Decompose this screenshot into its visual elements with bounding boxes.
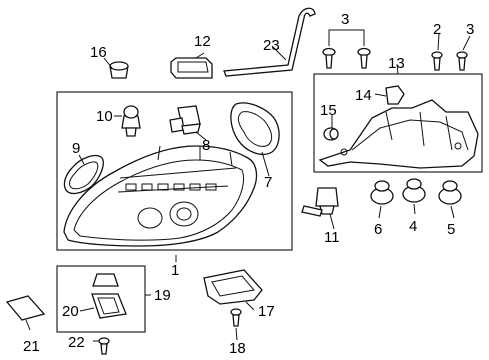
callout-13: 13 — [388, 55, 405, 72]
callout-17: 17 — [258, 303, 275, 320]
part-1-headlamp — [63, 145, 258, 247]
callout-6: 6 — [374, 221, 382, 238]
callout-1: 1 — [171, 262, 179, 279]
part-15-grommet — [323, 127, 339, 141]
callout-14: 14 — [355, 87, 372, 104]
part-11-hid-bulb — [301, 187, 339, 217]
callout-4: 4 — [409, 218, 417, 235]
callout-numbers: 1 2 3 3 4 5 6 7 8 9 10 11 12 13 14 15 16… — [23, 11, 474, 357]
part-19-cover — [92, 273, 119, 287]
part-17-cover — [203, 269, 263, 305]
callout-9: 9 — [72, 140, 80, 157]
callout-7: 7 — [264, 174, 272, 191]
callout-10: 10 — [96, 108, 113, 125]
callout-21: 21 — [23, 338, 40, 355]
part-4-socket — [402, 178, 426, 203]
callout-20: 20 — [62, 303, 79, 320]
part-12-cap — [170, 57, 213, 79]
part-23-hose — [223, 7, 316, 77]
callout-12: 12 — [194, 33, 211, 50]
callout-15: 15 — [320, 102, 337, 119]
part-16-grommet — [109, 61, 129, 79]
part-8-socket — [169, 105, 201, 135]
callout-3-single: 3 — [466, 21, 474, 38]
callout-8: 8 — [202, 137, 210, 154]
callout-11: 11 — [324, 229, 340, 246]
part-14-clip — [385, 85, 405, 105]
part-13-bracket — [318, 99, 479, 169]
callout-16: 16 — [90, 44, 107, 61]
part-22-screw — [98, 337, 110, 355]
callout-22: 22 — [68, 334, 85, 351]
callout-3-pair: 3 — [341, 11, 349, 28]
part-20-plate — [91, 293, 127, 319]
callout-19: 19 — [154, 287, 171, 304]
part-6-socket — [370, 180, 394, 205]
part-2-screw — [431, 51, 443, 71]
headlamp-assembly-frame — [56, 91, 293, 251]
part-3-screw-left — [322, 47, 336, 69]
part-7-gasket — [230, 102, 280, 155]
callout-18: 18 — [229, 340, 246, 357]
part-18-screw — [230, 308, 242, 327]
leader-lines — [25, 29, 471, 342]
callout-23: 23 — [263, 37, 280, 54]
part-5-socket — [438, 180, 462, 205]
part-3-screw-right — [357, 47, 371, 69]
callout-2: 2 — [433, 21, 441, 38]
callout-5: 5 — [447, 221, 455, 238]
part-3-screw-far-right — [456, 51, 468, 71]
part-10-bulb — [121, 105, 141, 137]
part-21-pad — [5, 295, 46, 321]
cover-kit-frame — [56, 265, 146, 333]
